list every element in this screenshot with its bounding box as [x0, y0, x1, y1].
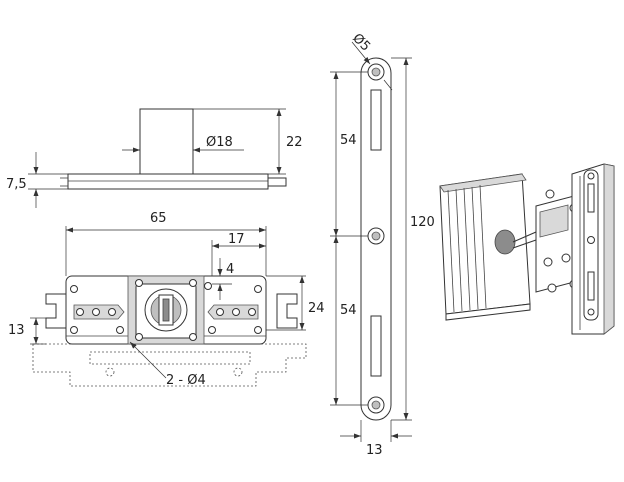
- half-offset-label: 17: [228, 232, 245, 247]
- side-height-label: 13: [8, 323, 25, 338]
- strike-width-label: 13: [366, 443, 383, 458]
- fixing-holes-label: 2 - Ø4: [166, 373, 206, 388]
- knob-diameter-label: Ø18: [206, 135, 233, 150]
- strike-plate-dimensions: [330, 41, 412, 442]
- lower-pitch-label: 54: [340, 303, 357, 318]
- body-height-label: 24: [308, 301, 325, 316]
- lock-front-dimensions: [30, 226, 306, 379]
- knob-side-view: [60, 108, 287, 190]
- knob-side-dimensions: [28, 108, 286, 208]
- strike-plate: [360, 57, 392, 421]
- slot-offset-label: 4: [226, 262, 234, 277]
- isometric-assembly: [439, 163, 615, 335]
- shaft-height-label: 7,5: [6, 177, 27, 192]
- strike-length-label: 120: [410, 215, 435, 230]
- overall-width-label: 65: [150, 211, 167, 226]
- lock-front-view: [32, 275, 307, 387]
- knob-height-label: 22: [286, 135, 303, 150]
- hole-diameter-label: Ø5: [349, 31, 373, 55]
- upper-pitch-label: 54: [340, 133, 357, 148]
